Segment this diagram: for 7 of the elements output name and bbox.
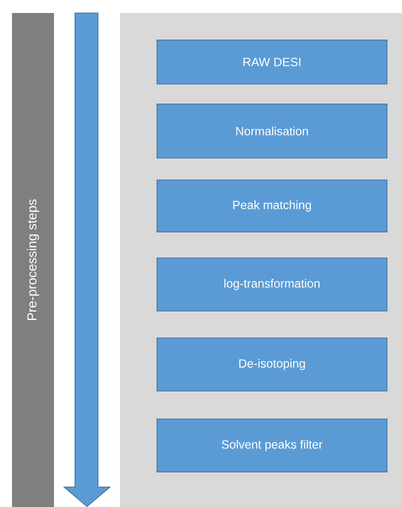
process-box: De-isotoping: [156, 338, 388, 392]
process-box: log-transformation: [156, 258, 388, 312]
side-bar: Pre-processing steps: [12, 13, 54, 507]
process-box: Solvent peaks filter: [156, 418, 388, 472]
process-box: RAW DESI: [156, 40, 388, 84]
process-box: Peak matching: [156, 180, 388, 232]
process-box: Normalisation: [156, 104, 388, 158]
